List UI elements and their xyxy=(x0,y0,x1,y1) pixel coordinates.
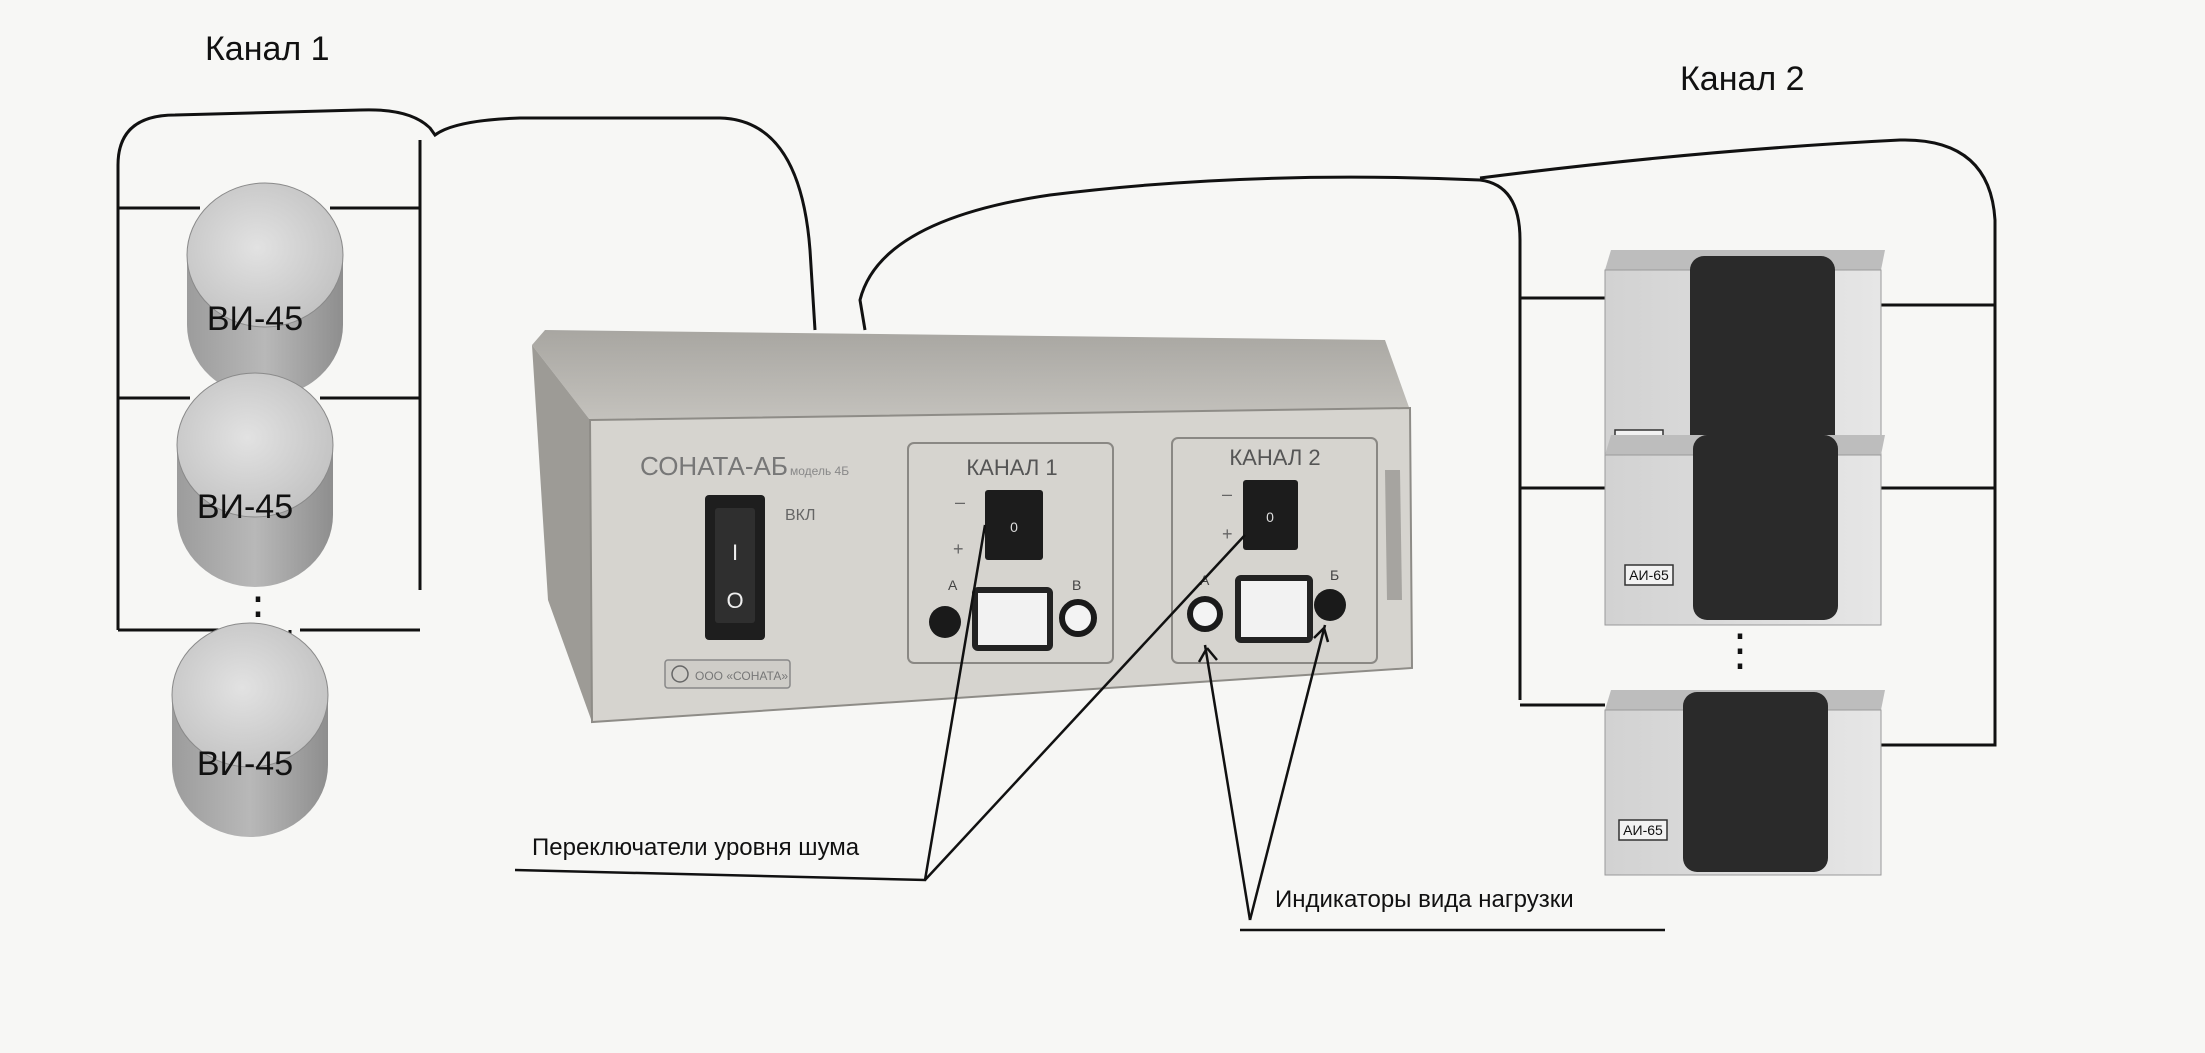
load-indicators-label: Индикаторы вида нагрузки xyxy=(1275,886,1574,913)
channel1-plus: + xyxy=(953,539,964,559)
noise-generator-device: СОНАТА-АБ модель 4Б I O ВКЛ ООО «СОНАТА»… xyxy=(532,330,1414,724)
channel1-panel: КАНАЛ 1 – + 0 А В xyxy=(907,442,1114,664)
channel2-display xyxy=(1235,575,1313,643)
channel1-indicator-b xyxy=(1059,599,1097,637)
acoustic-emitter-1: АИ-65 xyxy=(1604,250,1885,461)
channel2-minus: – xyxy=(1222,484,1232,504)
vibration-emitter-1: ВИ-45 xyxy=(186,182,344,397)
channel1-label: Канал 1 xyxy=(205,30,330,68)
channel2-panel-title: КАНАЛ 2 xyxy=(1229,445,1320,470)
channel1-indicator-a-label: А xyxy=(948,577,958,593)
channel1-minus: – xyxy=(955,492,965,512)
device-brand: СОНАТА-АБ xyxy=(640,451,788,481)
channel1-wiring xyxy=(116,108,817,670)
channel2-switch-glyph: 0 xyxy=(1266,509,1274,525)
vibration-emitter-label: ВИ-45 xyxy=(197,488,293,526)
acoustic-emitters-ellipsis: ⋮ xyxy=(1718,626,1762,675)
channel2-indicator-a-label: А xyxy=(1200,572,1210,588)
device-model-note: модель 4Б xyxy=(790,464,849,478)
channel2-noise-switch[interactable]: 0 xyxy=(1243,480,1298,550)
power-off-glyph: O xyxy=(726,588,743,613)
vibration-emitter-2: ВИ-45 xyxy=(176,372,334,587)
vibration-emitter-3: ВИ-45 xyxy=(171,622,329,837)
channel1-switch-glyph: 0 xyxy=(1010,519,1018,535)
acoustic-emitter-label: АИ-65 xyxy=(1623,822,1663,838)
acoustic-emitter-2: АИ-65 xyxy=(1604,435,1885,626)
power-switch[interactable]: I O xyxy=(705,495,765,640)
channel2-label: Канал 2 xyxy=(1680,60,1805,98)
acoustic-emitter-label: АИ-65 xyxy=(1629,567,1669,583)
channel2-plus: + xyxy=(1222,524,1233,544)
power-label: ВКЛ xyxy=(785,507,816,524)
power-on-glyph: I xyxy=(732,540,738,565)
vibration-emitter-label: ВИ-45 xyxy=(197,745,293,783)
channel2-panel: КАНАЛ 2 – + 0 А Б xyxy=(1171,437,1378,664)
channel2-indicator-b xyxy=(1314,589,1346,621)
channel2-indicator-a xyxy=(1187,596,1223,632)
maker-plate: ООО «СОНАТА» xyxy=(695,669,788,683)
vibration-emitter-label: ВИ-45 xyxy=(207,300,303,338)
channel1-display xyxy=(972,587,1053,651)
channel1-panel-title: КАНАЛ 1 xyxy=(966,455,1057,480)
noise-switches-label: Переключатели уровня шума xyxy=(532,834,860,861)
callout-lines xyxy=(514,524,1665,932)
channel2-indicator-b-label: Б xyxy=(1330,567,1339,583)
channel1-indicator-b-label: В xyxy=(1072,577,1081,593)
acoustic-emitter-3: АИ-65 xyxy=(1604,690,1885,876)
channel1-indicator-a xyxy=(929,606,961,638)
channel2-wiring xyxy=(858,138,1997,747)
channel1-noise-switch[interactable]: 0 xyxy=(985,490,1043,560)
